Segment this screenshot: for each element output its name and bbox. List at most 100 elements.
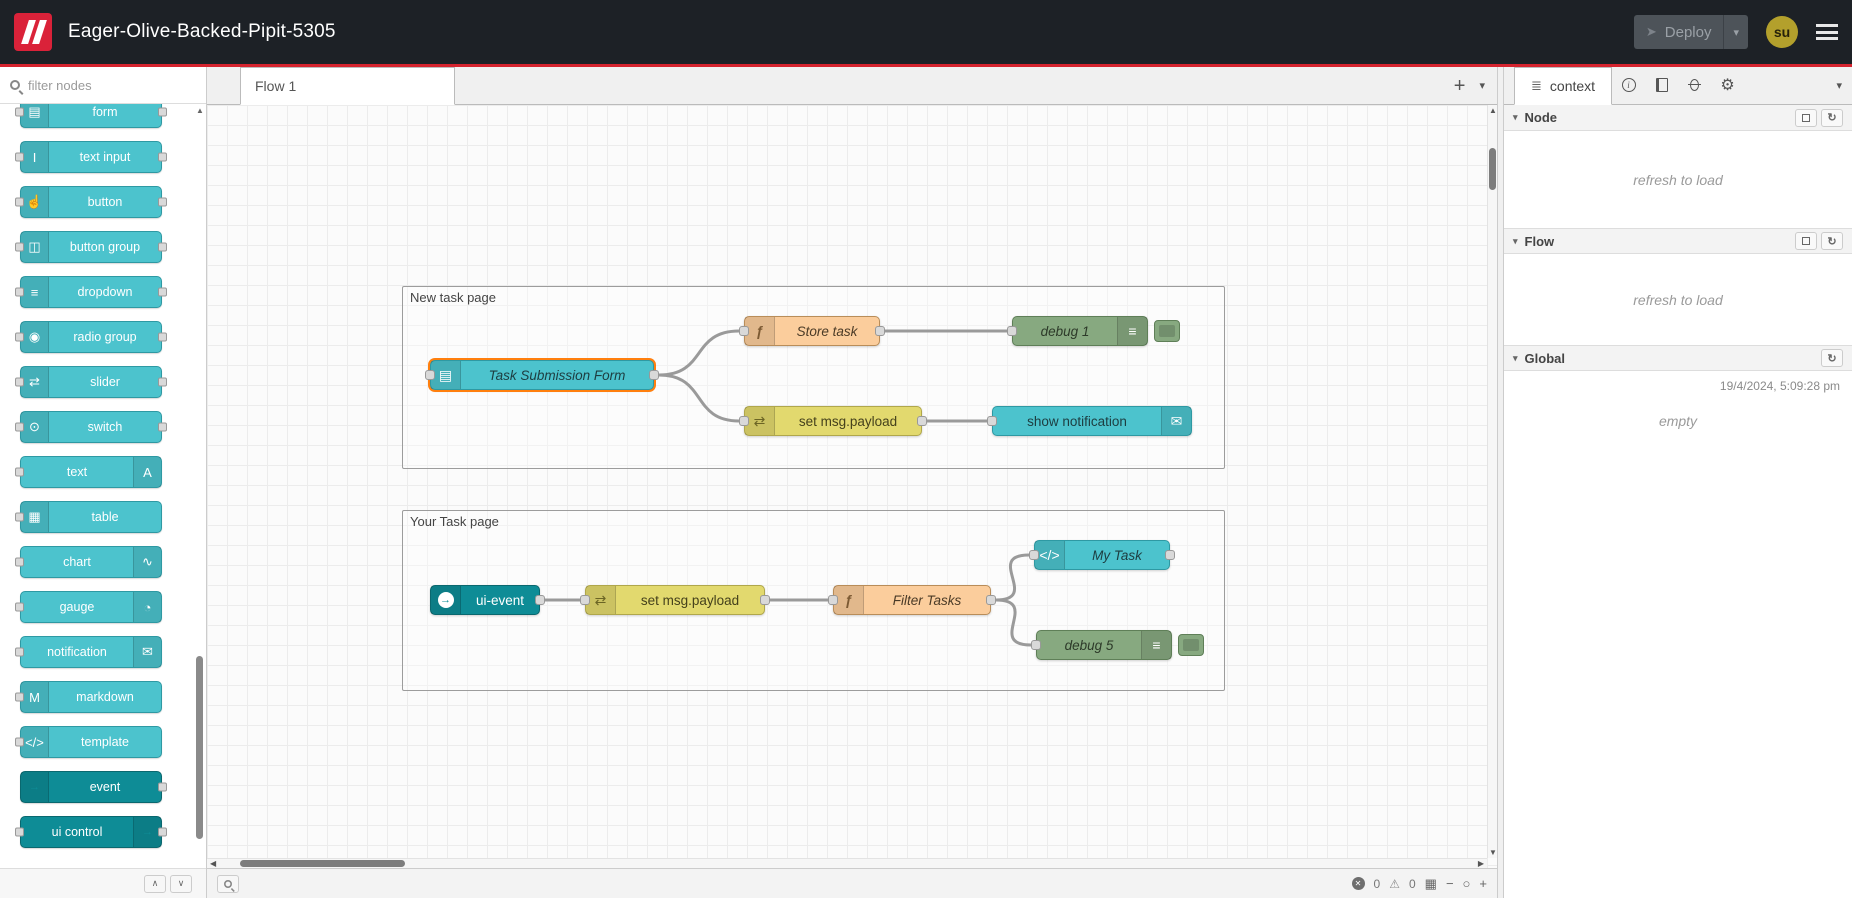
zoom-search-button[interactable] <box>217 874 239 893</box>
scroll-down-icon[interactable]: ▼ <box>1489 848 1497 857</box>
input-port[interactable] <box>739 326 749 336</box>
scroll-up-icon[interactable]: ▲ <box>196 106 204 115</box>
output-port[interactable] <box>1165 550 1175 560</box>
input-port[interactable] <box>1029 550 1039 560</box>
palette-node-gauge[interactable]: gauge◔ <box>15 591 162 623</box>
tab-debug[interactable] <box>1678 66 1711 104</box>
zoom-in-icon[interactable]: + <box>1479 876 1487 891</box>
palette-node-radio-group[interactable]: ◉radio group <box>15 321 167 353</box>
flow-node-task-submission-form[interactable]: ▤Task Submission Form <box>425 360 659 390</box>
tab-help[interactable] <box>1645 66 1678 104</box>
palette-node-notification[interactable]: notification✉ <box>15 636 162 668</box>
scroll-left-icon[interactable]: ◀ <box>210 859 217 868</box>
palette-node-table[interactable]: ▦table <box>15 501 162 533</box>
flow-node-show-notification[interactable]: show notification✉ <box>987 406 1192 436</box>
sidebar-options-caret-icon[interactable]: ▾ <box>1836 79 1842 92</box>
palette-node-template[interactable]: </>template <box>15 726 162 758</box>
scroll-right-icon[interactable]: ▶ <box>1477 859 1484 868</box>
warning-count-icon[interactable]: ⚠ <box>1389 876 1400 891</box>
sidebar-tabbar: ≣ context i ⚙ ▾ <box>1504 67 1852 105</box>
user-avatar[interactable]: su <box>1766 16 1798 48</box>
inspect-button[interactable] <box>1795 108 1817 127</box>
flow-node-my-task[interactable]: </>My Task <box>1029 540 1175 570</box>
zoom-out-icon[interactable]: − <box>1445 876 1454 891</box>
flow-node-debug-5[interactable]: debug 5≡ <box>1031 630 1204 660</box>
refresh-button[interactable]: ↻ <box>1821 349 1843 367</box>
deploy-options-caret-icon[interactable]: ▾ <box>1723 15 1748 49</box>
expand-all-button[interactable]: ∨ <box>170 874 192 893</box>
section-label: Global <box>1524 350 1565 366</box>
refresh-button[interactable]: ↻ <box>1821 232 1843 250</box>
section-header-global[interactable]: ▾Global↻ <box>1504 345 1852 371</box>
scroll-up-icon[interactable]: ▲ <box>1489 106 1497 115</box>
h-scrollbar-thumb[interactable] <box>240 860 405 867</box>
debug-toggle-button[interactable] <box>1154 320 1180 342</box>
output-port[interactable] <box>535 595 545 605</box>
palette-node-label: ui control <box>51 825 103 839</box>
section-header-flow[interactable]: ▾Flow↻ <box>1504 228 1852 254</box>
error-count-icon[interactable]: ✕ <box>1351 877 1365 890</box>
flow-node-set-msg-payload[interactable]: ⇄set msg.payload <box>580 585 770 615</box>
palette-scrollbar-thumb[interactable] <box>196 656 203 839</box>
flow-list-caret-icon[interactable]: ▾ <box>1479 80 1485 92</box>
palette-node-form[interactable]: ▤form <box>15 104 167 128</box>
navigator-icon[interactable]: ▦ <box>1424 875 1437 891</box>
palette-node-button[interactable]: ☝button <box>15 186 167 218</box>
tab-context[interactable]: ≣ context <box>1514 67 1613 105</box>
palette-search <box>0 67 206 104</box>
input-port[interactable] <box>828 595 838 605</box>
palette-node-ui-control[interactable]: ui control→ <box>15 816 167 848</box>
flowfuse-logo[interactable] <box>14 13 52 51</box>
input-port[interactable] <box>739 416 749 426</box>
input-port[interactable] <box>987 416 997 426</box>
input-port[interactable] <box>1007 326 1017 336</box>
palette-node-switch[interactable]: ⊙switch <box>15 411 167 443</box>
v-scrollbar-thumb[interactable] <box>1489 148 1496 190</box>
node-output-stub <box>158 242 167 252</box>
palette-node-event[interactable]: →event <box>20 771 167 803</box>
tab-config[interactable]: ⚙ <box>1711 66 1744 104</box>
tab-flow-1[interactable]: Flow 1 <box>240 67 455 105</box>
zoom-reset-icon[interactable]: ○ <box>1462 876 1471 891</box>
gauge-icon: ◔ <box>133 592 161 622</box>
tab-info[interactable]: i <box>1612 66 1645 104</box>
output-port[interactable] <box>875 326 885 336</box>
flow-node-debug-1[interactable]: debug 1≡ <box>1007 316 1180 346</box>
flow-node-ui-event[interactable]: →ui-event <box>430 585 545 615</box>
node-input-stub <box>15 287 24 297</box>
palette-filter-input[interactable] <box>28 77 204 93</box>
collapse-all-button[interactable]: ∧ <box>144 874 166 893</box>
output-port[interactable] <box>760 595 770 605</box>
menu-icon[interactable] <box>1816 24 1838 40</box>
wire[interactable] <box>657 329 741 377</box>
wire[interactable] <box>994 553 1031 602</box>
palette-node-slider[interactable]: ⇄slider <box>15 366 167 398</box>
input-port[interactable] <box>425 370 435 380</box>
palette-node-button-group[interactable]: ◫button group <box>15 231 167 263</box>
output-port[interactable] <box>986 595 996 605</box>
refresh-button[interactable]: ↻ <box>1821 108 1843 127</box>
flow-node-set-msg-payload[interactable]: ⇄set msg.payload <box>739 406 927 436</box>
output-port[interactable] <box>917 416 927 426</box>
palette-node-chart[interactable]: chart∿ <box>15 546 162 578</box>
add-flow-button[interactable]: + <box>1453 74 1466 97</box>
palette-node-dropdown[interactable]: ≡dropdown <box>15 276 167 308</box>
node-label: Store task <box>796 323 858 339</box>
inspect-icon <box>1802 237 1810 245</box>
inspect-button[interactable] <box>1795 232 1817 250</box>
debug-toggle-button[interactable] <box>1178 634 1204 656</box>
output-port[interactable] <box>649 370 659 380</box>
section-header-node[interactable]: ▾Node↻ <box>1504 105 1852 131</box>
wire[interactable] <box>657 373 741 423</box>
input-port[interactable] <box>580 595 590 605</box>
wire[interactable] <box>994 598 1033 647</box>
input-port[interactable] <box>1031 640 1041 650</box>
deploy-button[interactable]: ➤ Deploy ▾ <box>1633 15 1748 49</box>
sidebar-splitter[interactable] <box>1497 67 1504 898</box>
